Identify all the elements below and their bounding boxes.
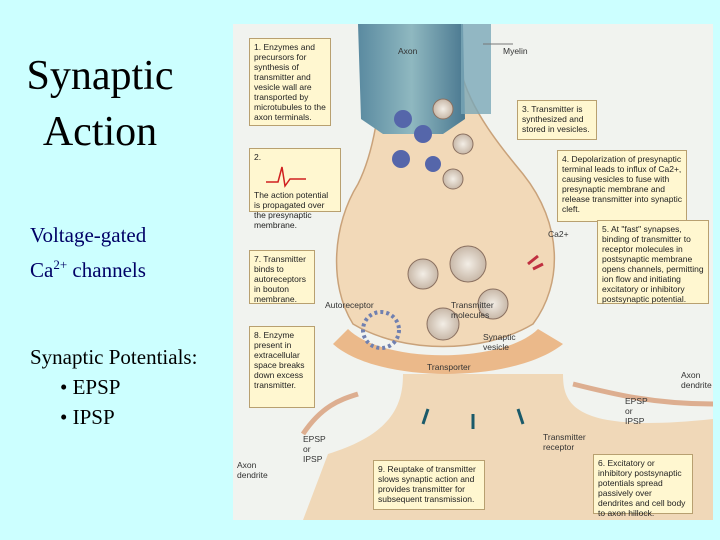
label-epsp-ipsp-right: EPSP or IPSP [625, 396, 648, 426]
note-3: 3. Transmitter is synthesized and stored… [517, 100, 597, 140]
vg-ca: Ca [30, 258, 54, 282]
voltage-gated-text: Voltage-gated Ca2+ channels [30, 220, 146, 285]
action-potential-icon [266, 166, 306, 188]
label-ca: Ca2+ [548, 229, 569, 239]
label-myelin: Myelin [503, 46, 528, 56]
note-6: 6. Excitatory or inhibitory postsynaptic… [593, 454, 693, 518]
sp-item-epsp: • EPSP [60, 375, 121, 399]
vg-rest: channels [67, 258, 146, 282]
label-axon-dendrite-right: Axon dendrite [681, 370, 712, 390]
vg-sup: 2+ [53, 257, 68, 272]
vg-line-1: Voltage-gated [30, 223, 147, 247]
title-line-2: Action [42, 109, 158, 155]
note-8: 8. Enzyme present in extracellular space… [249, 326, 315, 408]
synapse-diagram: 1. Enzymes and precursors for synthesis … [233, 24, 713, 520]
note-9: 9. Reuptake of transmitter slows synapti… [373, 460, 485, 510]
label-axon: Axon [398, 46, 418, 56]
slide-title: Synaptic Action [0, 48, 200, 160]
note-1: 1. Enzymes and precursors for synthesis … [249, 38, 331, 126]
label-axon-dendrite-left: Axon dendrite [237, 460, 268, 480]
note-5: 5. At "fast" synapses, binding of transm… [597, 220, 709, 304]
sp-item-ipsp: • IPSP [60, 405, 115, 429]
title-line-1: Synaptic [26, 53, 174, 99]
sp-heading: Synaptic Potentials: [30, 345, 198, 369]
synaptic-potentials: Synaptic Potentials: • EPSP • IPSP [30, 342, 197, 432]
label-synaptic-vesicle: Synaptic vesicle [483, 332, 516, 352]
note-7: 7. Transmitter binds to autoreceptors in… [249, 250, 315, 304]
note-2-text: The action potential is propagated over … [254, 190, 329, 230]
label-transporter: Transporter [427, 362, 471, 372]
vg-line-2: Ca2+ channels [30, 250, 146, 285]
label-epsp-ipsp-left: EPSP or IPSP [303, 434, 326, 464]
note-2: 2. The action potential is propagated ov… [249, 148, 341, 230]
note-4: 4. Depolarization of presynaptic termina… [557, 150, 687, 222]
label-autoreceptor: Autoreceptor [325, 300, 374, 310]
note-2-number: 2. [254, 152, 262, 162]
label-transmitter-receptor: Transmitter receptor [543, 432, 586, 452]
label-transmitter-molecules: Transmitter molecules [451, 300, 494, 320]
